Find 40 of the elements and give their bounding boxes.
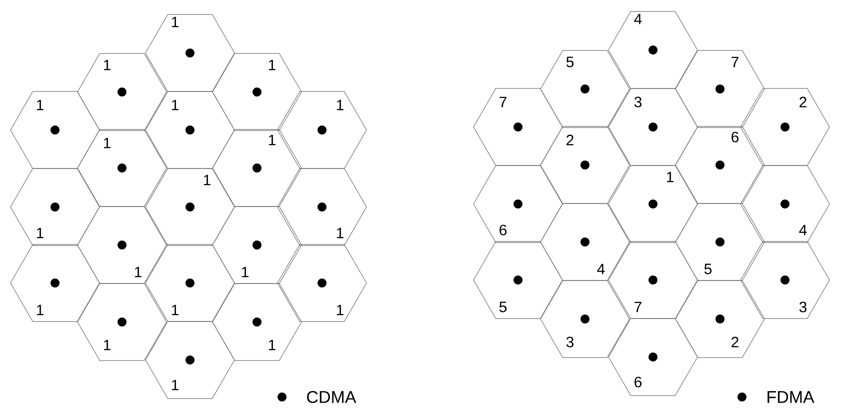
hexagon-cell: 6: [473, 165, 563, 243]
hexagon-cell: 3: [540, 280, 630, 358]
hexagon-cell: 1: [145, 321, 235, 399]
hexagon-cell: 1: [212, 129, 302, 207]
hexagon-cell: 1: [212, 53, 302, 131]
hexagon-cell: 6: [675, 126, 765, 204]
hexagon-cell: 7: [675, 50, 765, 128]
hexagon-cell: 7: [608, 241, 698, 319]
hexagon-cell: 1: [145, 14, 235, 92]
hexagon-cell: 3: [740, 241, 830, 319]
hexagon-cell: 1: [10, 91, 100, 169]
hexagon-cell: 2: [540, 126, 630, 204]
hexagon-cell: 1: [77, 129, 167, 207]
hexagon-cell: 1: [145, 168, 235, 246]
hexagon-cell: 7: [473, 88, 563, 166]
hexagon-cell: 6: [608, 318, 698, 396]
legend-label: FDMA: [768, 391, 814, 403]
hexagon-cell: 1: [608, 165, 698, 243]
hexagon-cell: 1: [277, 168, 367, 246]
hexagon-cell: 1: [277, 244, 367, 322]
hexagon-cell: 5: [540, 50, 630, 128]
hexagon-cell: 1: [277, 91, 367, 169]
hexagon-cell: 1: [10, 244, 100, 322]
hexagon-cell: 3: [608, 88, 698, 166]
legend-label: CDMA: [307, 390, 356, 404]
hexagon-cell: 1: [77, 206, 167, 284]
hexagon-cell: 1: [145, 91, 235, 169]
hexagon-cell: 1: [77, 283, 167, 361]
hexagon-cell: 1: [212, 283, 302, 361]
hexagon-cell: 4: [540, 203, 630, 281]
hexagon-cell: 5: [675, 203, 765, 281]
hexagon-cell: 1: [77, 53, 167, 131]
hexagon-cell: 5: [473, 241, 563, 319]
hexagon-cell: 4: [608, 11, 698, 89]
hexagon-cell: 1: [145, 244, 235, 322]
hexagon-cell: 1: [212, 206, 302, 284]
hexagon-cell: 2: [740, 88, 830, 166]
hexagon-cell: 4: [740, 165, 830, 243]
hexagon-cell: 1: [10, 168, 100, 246]
hexagon-cell: 2: [675, 280, 765, 358]
